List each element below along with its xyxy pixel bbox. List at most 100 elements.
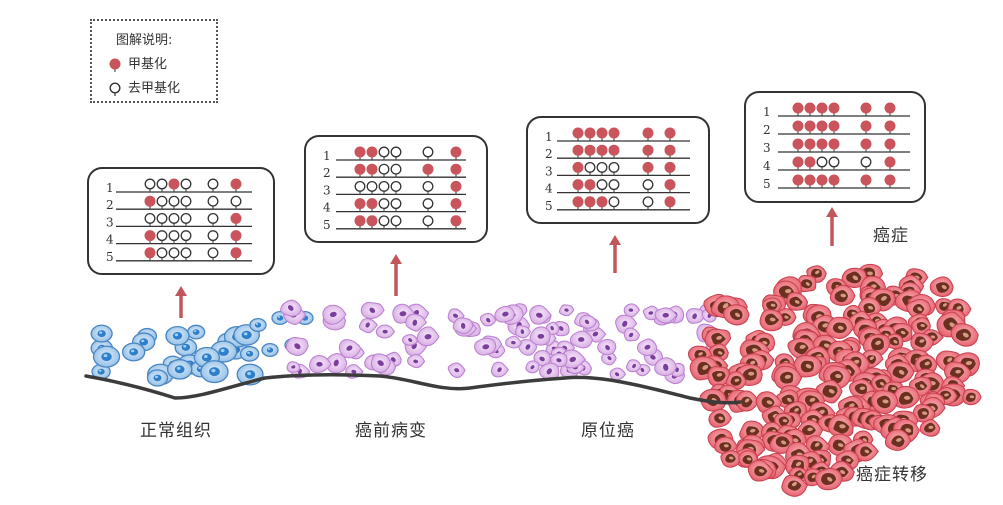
precancer-cell <box>560 349 587 369</box>
cancer-cell <box>725 371 747 390</box>
demethylated-site <box>422 146 434 158</box>
precancer-cell <box>358 318 378 334</box>
precancer-cell <box>402 334 419 346</box>
cancer-cell <box>962 388 982 406</box>
methylated-site <box>354 198 366 210</box>
precancer-cell <box>416 326 440 347</box>
progression-arrows <box>175 207 838 318</box>
precancer-cell <box>375 324 395 339</box>
stage-label-precancer: 癌前病变 <box>355 421 427 441</box>
precancer-cell <box>654 307 678 324</box>
methylated-site <box>366 215 378 227</box>
cancer-cell <box>911 317 931 336</box>
cancer-cell <box>929 276 954 298</box>
methylated-site <box>884 156 896 168</box>
precancer-cell <box>505 335 523 349</box>
methylated-site <box>168 178 180 190</box>
demethylated-site <box>354 180 366 192</box>
row-number: 4 <box>545 182 553 196</box>
stage-label-cancer: 癌症 <box>873 226 909 246</box>
methylated-site <box>664 161 676 173</box>
row-number: 3 <box>763 141 771 155</box>
methylated-site <box>608 144 620 156</box>
methylated-site <box>642 144 654 156</box>
methylated-site <box>884 102 896 114</box>
methylated-site <box>596 196 608 208</box>
row-number: 2 <box>545 147 553 161</box>
methylated-site <box>572 144 584 156</box>
methylated-site <box>608 127 620 139</box>
precancer-cell <box>609 367 627 381</box>
precancer-cell <box>529 305 552 325</box>
demethylated-site <box>390 180 402 192</box>
normal-cell <box>90 324 113 343</box>
demethylated-site <box>180 247 192 259</box>
row-number: 3 <box>106 215 114 229</box>
demethylated-site <box>390 146 402 158</box>
methylated-site <box>354 215 366 227</box>
cell-clusters <box>90 263 982 497</box>
cancer-cell <box>919 419 941 437</box>
demethylated-site <box>168 230 180 242</box>
methylated-site <box>584 127 596 139</box>
methylated-site <box>884 138 896 150</box>
demethylated-site <box>596 179 608 191</box>
precancer-cell <box>514 325 532 339</box>
cancer-cell <box>906 298 932 319</box>
precancer-cell <box>405 313 427 332</box>
precancer-cell <box>407 353 426 369</box>
methylated-site <box>584 196 596 208</box>
methylated-site <box>366 163 378 175</box>
row-number: 4 <box>323 201 331 215</box>
cancer-cell <box>914 354 938 374</box>
methylated-site <box>804 174 816 186</box>
methylated-site <box>860 102 872 114</box>
cancer-cell <box>910 332 935 353</box>
row-number: 2 <box>323 166 331 180</box>
up-arrow-3 <box>609 235 621 273</box>
methylated-site <box>664 144 676 156</box>
precancer-cell <box>623 327 641 342</box>
demethylated-site <box>144 178 156 190</box>
methylated-site <box>230 230 242 242</box>
cancer-cell <box>769 432 794 454</box>
precancer-cell <box>517 339 538 356</box>
normal-cell <box>200 360 229 384</box>
demethylated-site <box>207 212 219 224</box>
methylated-site <box>450 146 462 158</box>
methylated-site <box>422 163 434 175</box>
precancer-cell <box>636 338 658 356</box>
methylated-site <box>816 174 828 186</box>
methylated-site <box>572 161 584 173</box>
demethylated-site <box>156 212 168 224</box>
cancer-cell <box>707 366 730 387</box>
methylated-site <box>804 102 816 114</box>
row-number: 1 <box>323 149 331 163</box>
methylated-site <box>828 174 840 186</box>
methylated-site <box>230 212 242 224</box>
demethylated-site <box>390 215 402 227</box>
cancer-cell <box>747 459 774 482</box>
precancer-cell <box>597 339 617 356</box>
methylated-site <box>828 120 840 132</box>
cancer-cell <box>735 390 760 412</box>
methylated-site <box>642 161 654 173</box>
methylated-site <box>572 196 584 208</box>
precancer-cell <box>474 337 497 356</box>
demethylated-site <box>156 178 168 190</box>
demethylated-site <box>180 230 192 242</box>
up-arrow-4 <box>826 207 838 246</box>
methylated-marker-icon <box>109 58 121 72</box>
row-number: 5 <box>545 199 553 213</box>
methylated-site <box>792 120 804 132</box>
cancer-cell <box>829 284 856 306</box>
demethylated-site <box>608 161 620 173</box>
demethylated-site <box>422 198 434 210</box>
row-number: 4 <box>106 233 114 247</box>
precancer-cell <box>525 360 540 374</box>
methylated-site <box>230 247 242 259</box>
precancer-cell <box>285 336 309 357</box>
methylated-site <box>884 174 896 186</box>
methylated-site <box>664 179 676 191</box>
